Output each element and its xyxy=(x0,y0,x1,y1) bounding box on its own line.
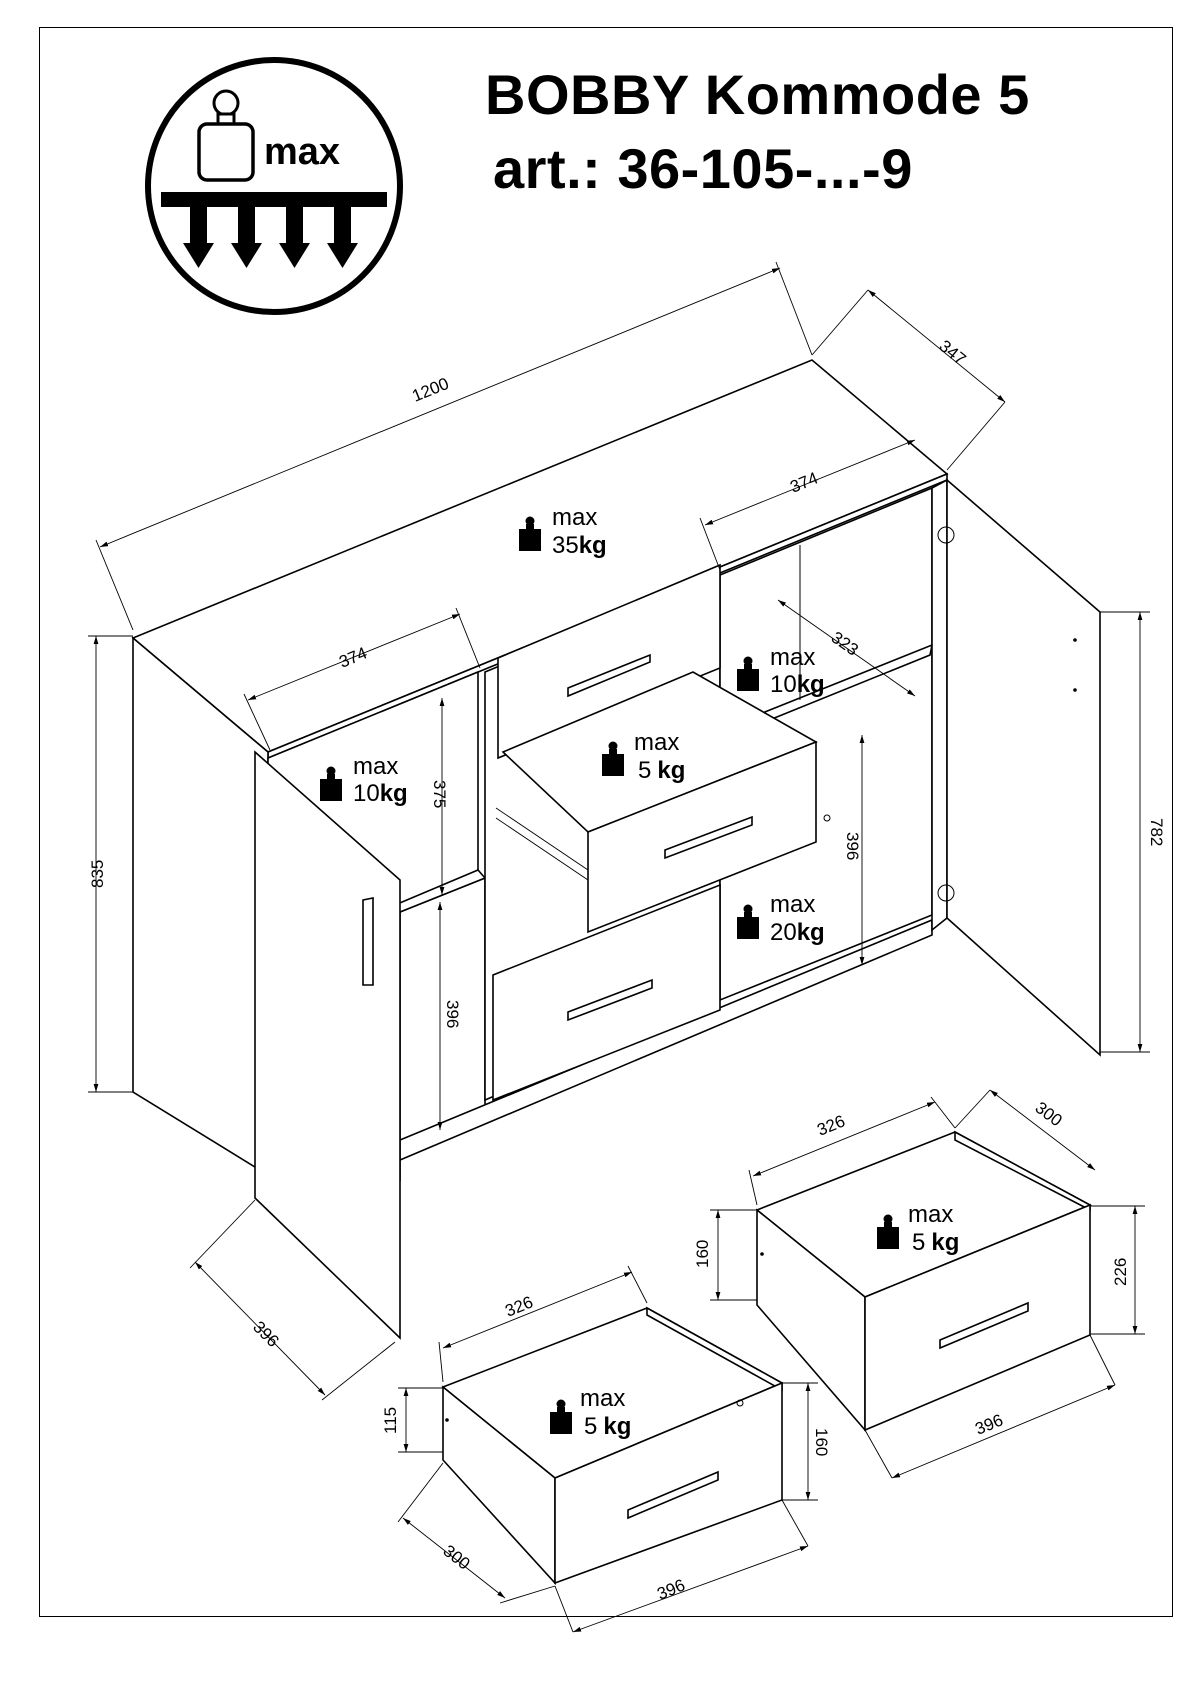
dimension-lines xyxy=(88,261,1150,1401)
dim-drawer-b-height-back: 115 xyxy=(381,1407,400,1434)
dim-height: 835 xyxy=(88,860,107,888)
load-bottom-right-label: max xyxy=(770,891,815,918)
dim-drawer-b-front-width: 396 xyxy=(654,1575,687,1603)
article-number: art.: 36-105-...-9 xyxy=(493,137,913,200)
load-drawer-open-label: max xyxy=(634,729,679,756)
product-title: BOBBY Kommode 5 xyxy=(485,63,1030,126)
load-drawer-open-unit: kg xyxy=(657,757,685,784)
svg-text:5kg: 5kg xyxy=(638,757,685,784)
svg-text:10kg: 10kg xyxy=(353,780,408,807)
load-bottom-right-value: 20 xyxy=(770,919,797,946)
load-bottom-right-unit: kg xyxy=(797,919,825,946)
load-shelf-right-value: 10 xyxy=(770,671,797,698)
dim-drawer-a-height-back: 160 xyxy=(693,1240,712,1268)
load-drawer-b-label: max xyxy=(580,1385,625,1412)
svg-text:20kg: 20kg xyxy=(770,919,825,946)
dim-drawer-a-width: 326 xyxy=(814,1111,847,1139)
svg-text:10kg: 10kg xyxy=(770,671,825,698)
dim-width: 1200 xyxy=(409,374,451,406)
load-drawer-a-label: max xyxy=(908,1201,953,1228)
dim-drawer-a-height-front: 226 xyxy=(1111,1258,1130,1286)
load-bottom-right: max 20kg xyxy=(737,891,825,946)
load-drawer-open-value: 5 xyxy=(638,757,651,784)
dim-door-height: 782 xyxy=(1147,818,1166,846)
dim-left-upper-height: 375 xyxy=(430,780,449,808)
dim-drawer-b-height-front: 160 xyxy=(812,1428,831,1456)
load-shelf-left: max 10kg xyxy=(320,753,408,807)
svg-text:35kg: 35kg xyxy=(552,532,607,559)
drawer-a xyxy=(710,1089,1145,1479)
dim-drawer-a-front-width: 396 xyxy=(972,1410,1005,1438)
load-top: max 35kg xyxy=(519,504,607,559)
load-shelf-left-value: 10 xyxy=(353,780,380,807)
max-load-icon xyxy=(145,57,403,315)
load-shelf-right-unit: kg xyxy=(797,671,825,698)
svg-text:5kg: 5kg xyxy=(912,1229,959,1256)
max-badge-label: max xyxy=(264,131,340,173)
dim-left-lower-height: 396 xyxy=(443,1000,462,1028)
dim-right-lower-height: 396 xyxy=(843,832,862,860)
dim-drawer-b-width: 326 xyxy=(502,1292,535,1320)
load-shelf-left-unit: kg xyxy=(380,780,408,807)
dim-depth: 347 xyxy=(935,336,969,369)
load-top-unit: kg xyxy=(579,532,607,559)
load-top-label: max xyxy=(552,504,597,531)
load-top-value: 35 xyxy=(552,532,579,559)
svg-text:5kg: 5kg xyxy=(584,1413,631,1440)
load-shelf-right-label: max xyxy=(770,644,815,671)
load-shelf-right: max 10kg xyxy=(737,644,825,698)
load-drawer-a-unit: kg xyxy=(931,1229,959,1256)
load-shelf-left-label: max xyxy=(353,753,398,780)
dim-drawer-b-depth: 300 xyxy=(440,1541,474,1573)
load-drawer-b-value: 5 xyxy=(584,1413,597,1440)
load-drawer-b-unit: kg xyxy=(603,1413,631,1440)
load-drawer-a-value: 5 xyxy=(912,1229,925,1256)
drawer-b xyxy=(397,1265,818,1633)
